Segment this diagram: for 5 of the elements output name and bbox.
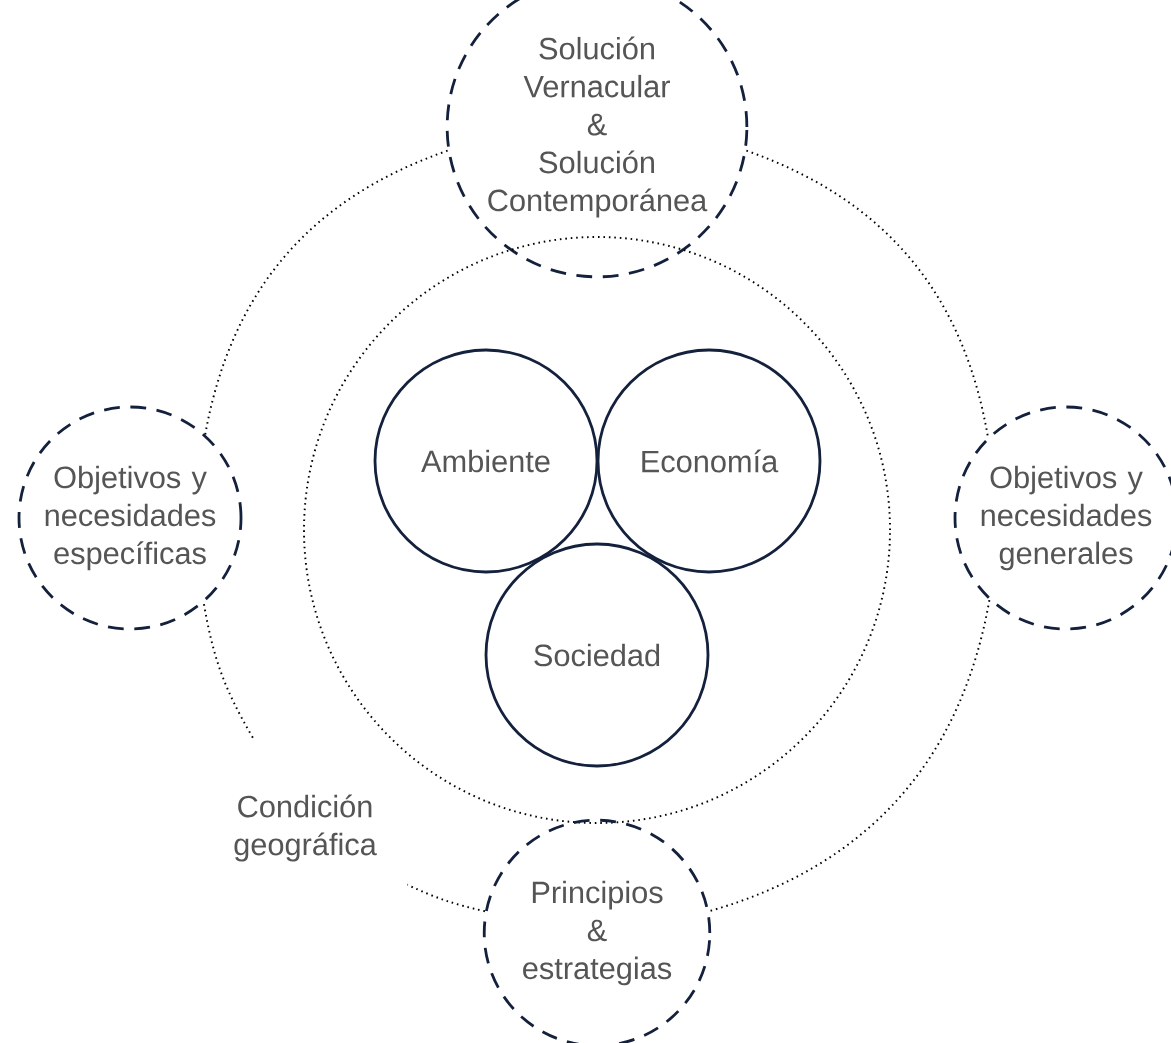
- text-label: Condición geográfica: [234, 794, 377, 862]
- dotted-arc: [708, 599, 991, 913]
- dotted-arc: [204, 149, 449, 436]
- dotted-arc: [202, 601, 254, 739]
- dotted-arc: [406, 883, 486, 913]
